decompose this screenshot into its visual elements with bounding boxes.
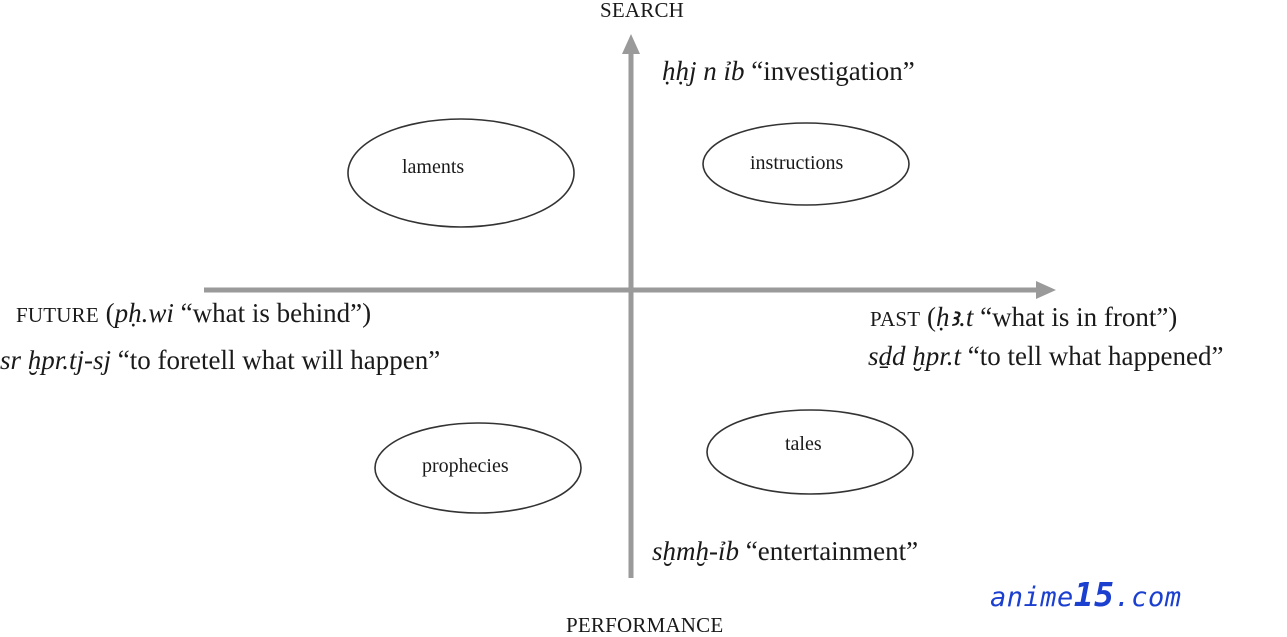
tales-ellipse bbox=[706, 409, 914, 495]
search-axis-label: SEARCH bbox=[600, 0, 685, 22]
future-description: sr ḫpr.tj-sj “to foretell what will happ… bbox=[0, 347, 440, 374]
future-caption: FUTURE bbox=[16, 303, 99, 327]
watermark-suffix: .com bbox=[1114, 582, 1182, 613]
future-gloss: “what is behind”) bbox=[180, 298, 372, 328]
past-line2-word: sḏd ḫpr.t bbox=[868, 341, 962, 371]
past-line2-gloss: “to tell what happened” bbox=[967, 341, 1224, 371]
instructions-ellipse bbox=[702, 122, 910, 206]
past-arrowhead bbox=[1036, 281, 1056, 299]
watermark-prefix: anime bbox=[990, 582, 1074, 613]
search-term-word: ḥḥj n ỉb bbox=[662, 56, 745, 86]
performance-term-word: sḫmḫ-ỉb bbox=[652, 536, 739, 566]
watermark-logo: anime15.com bbox=[990, 578, 1182, 611]
prophecies-ellipse bbox=[374, 422, 582, 514]
past-paren: ( bbox=[926, 302, 936, 332]
past-caption: PAST bbox=[870, 307, 921, 331]
past-axis-label: PAST (ḥꜣ.t “what is in front”) bbox=[870, 304, 1177, 331]
performance-term: sḫmḫ-ỉb “entertainment” bbox=[652, 538, 918, 565]
search-term: ḥḥj n ỉb “investigation” bbox=[662, 58, 915, 85]
prophecies-label: prophecies bbox=[422, 455, 509, 477]
laments-ellipse bbox=[347, 118, 575, 228]
performance-term-gloss: “entertainment” bbox=[745, 536, 919, 566]
past-gloss: “what is in front”) bbox=[980, 302, 1178, 332]
future-line2-gloss: “to foretell what will happen” bbox=[117, 345, 441, 375]
future-paren: ( bbox=[105, 298, 115, 328]
search-arrowhead bbox=[622, 34, 640, 54]
instructions-label: instructions bbox=[750, 152, 844, 174]
performance-axis-label: PERFORMANCE bbox=[566, 613, 724, 637]
tales-label: tales bbox=[785, 433, 822, 455]
watermark-number: 15 bbox=[1073, 575, 1115, 614]
future-axis-label: FUTURE (pḥ.wi “what is behind”) bbox=[16, 300, 371, 327]
past-description: sḏd ḫpr.t “to tell what happened” bbox=[868, 343, 1223, 370]
laments-label: laments bbox=[402, 156, 465, 178]
future-word: pḥ.wi bbox=[114, 298, 174, 328]
search-term-gloss: “investigation” bbox=[751, 56, 915, 86]
future-line2-word: sr ḫpr.tj-sj bbox=[0, 345, 112, 375]
past-word: ḥꜣ.t bbox=[935, 302, 974, 332]
